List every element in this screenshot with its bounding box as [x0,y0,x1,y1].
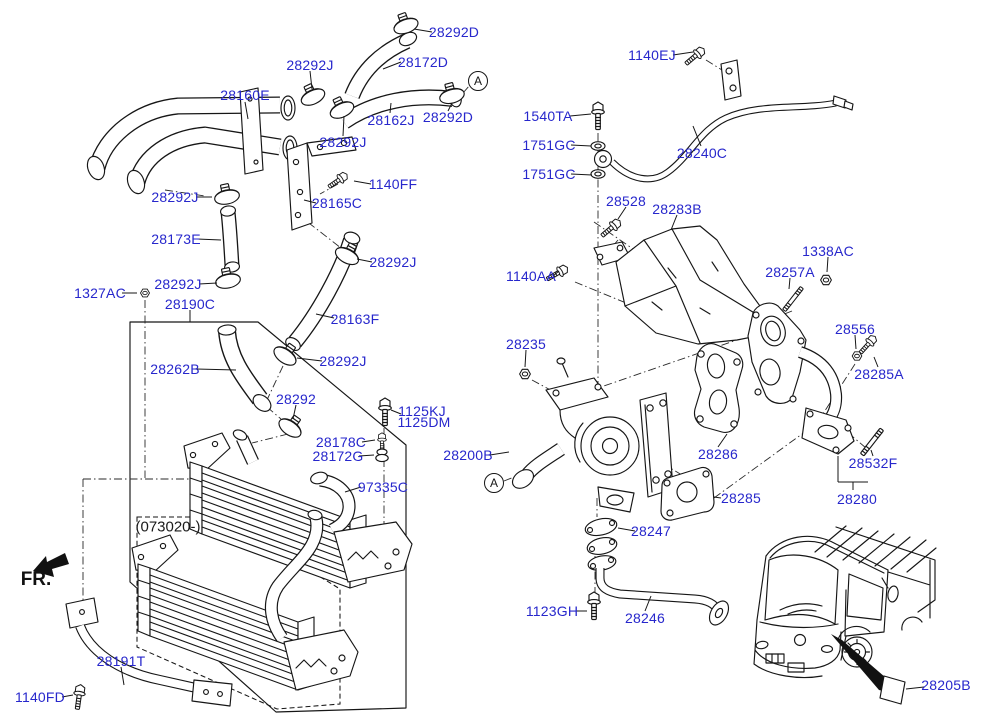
part-label: 28285 [721,490,761,506]
part-label: 28556 [835,321,875,337]
fr-direction-arrow [33,553,69,577]
part-label: 28292J [369,254,417,270]
part-label: 28292 [276,391,316,407]
variant-note: (073020-) [135,518,201,536]
part-label: 28283B [652,201,702,217]
part-label: 28262B [150,361,200,377]
part-label: 28172D [397,54,449,70]
truck-illustration [753,525,937,679]
part-label: 1140EJ [628,47,676,63]
part-label: 28160E [220,87,270,103]
part-label: 1540TA [523,108,573,124]
part-label: 28292D [428,24,480,40]
part-label: 1327AC [74,285,126,301]
part-label: 1140FD [15,689,65,705]
part-label: 28292J [319,353,367,369]
part-label: 28205B [921,677,971,693]
part-label: 1751GC [522,166,576,182]
callout-circle-a: A [468,71,488,91]
part-label: 28280 [837,491,877,507]
part-label: 28235 [506,336,546,352]
part-label: 28172G [312,448,364,464]
location-arrow [831,634,897,694]
part-label: 1125DM [397,414,451,430]
part-label: 28246 [625,610,665,626]
label-plate [879,675,906,705]
part-label: 28165C [311,195,363,211]
part-label: 28528 [606,193,646,209]
fr-direction-label: FR. [20,569,52,590]
part-label: 28200B [443,447,493,463]
part-label: 1140AA [506,268,556,284]
part-label: 28292D [422,109,474,125]
part-label: 28191T [96,653,146,669]
part-label: 97335C [357,479,409,495]
part-label: 1125KJ [398,403,446,419]
part-label: 28292J [151,189,199,205]
part-label: 28173E [151,231,201,247]
part-label: 1751GC [522,137,576,153]
part-label: 28292J [154,276,202,292]
part-label: 28292J [286,57,334,73]
part-label: 28178C [315,434,367,450]
part-label: 28162J [367,112,415,128]
part-label: 1123GH [525,603,579,619]
part-label: 28285A [854,366,904,382]
part-label: 28247 [631,523,671,539]
part-label: 28257A [765,264,815,280]
callout-circle-a: A [484,473,504,493]
part-label: 28532F [848,455,898,471]
part-label: 28190C [164,296,216,312]
part-label: 28286 [698,446,738,462]
part-label: 28163F [330,311,380,327]
part-label: 1140FF [368,176,418,192]
part-label: 28292J [319,134,367,150]
part-label: 28240C [676,145,728,161]
part-label: 1338AC [802,243,854,259]
